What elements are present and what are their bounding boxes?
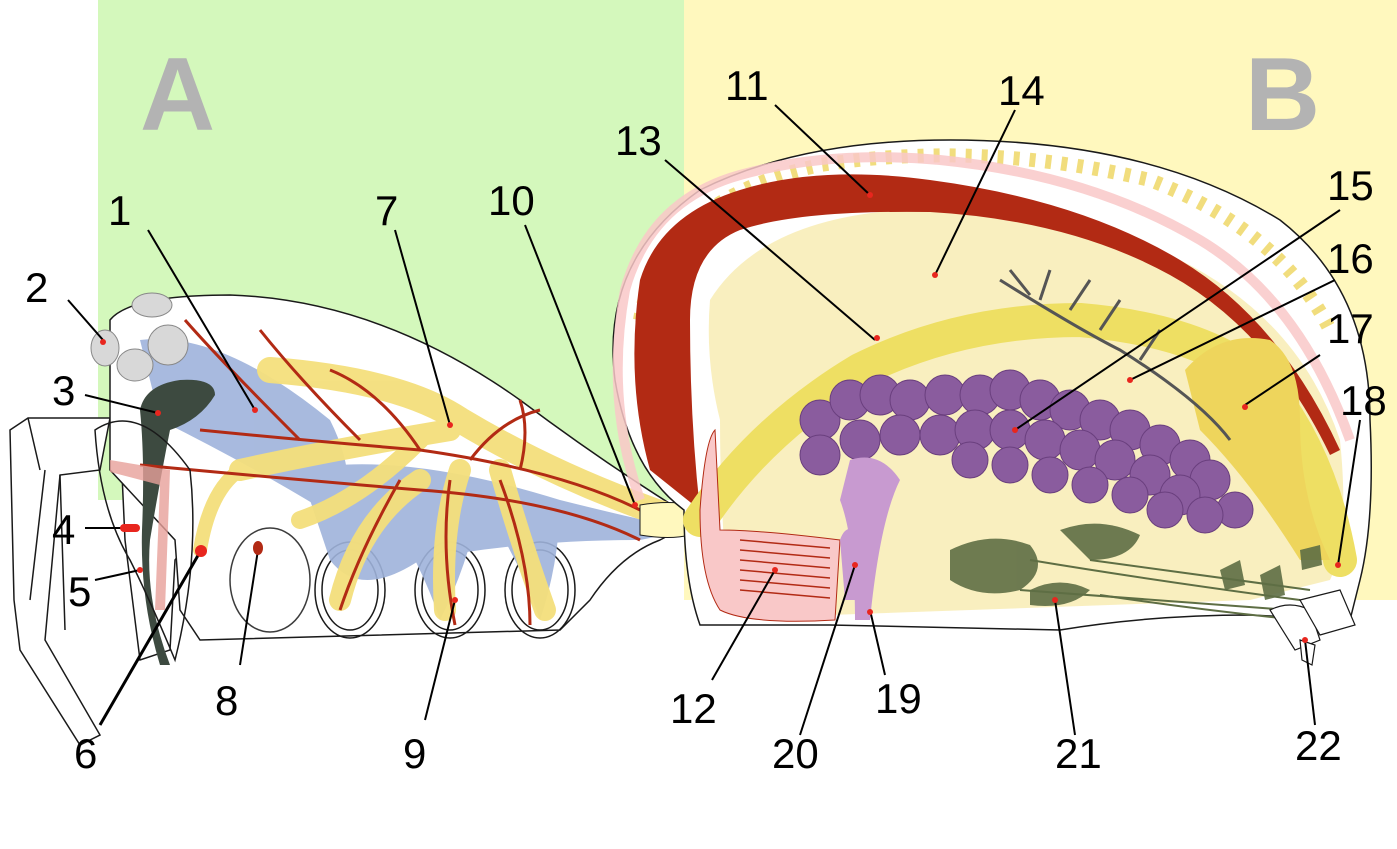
label-16: 16 [1327, 235, 1374, 282]
label-11: 11 [725, 62, 769, 109]
leader-lines [67, 104, 1361, 736]
label-22: 22 [1295, 722, 1342, 769]
label-19: 19 [875, 675, 922, 722]
label-6: 6 [74, 730, 97, 777]
book-lung [699, 428, 841, 622]
label-13: 13 [615, 117, 662, 164]
label-17: 17 [1327, 305, 1374, 352]
heart-wall [612, 152, 1355, 502]
label-21: 21 [1055, 730, 1102, 777]
ovary-eggs [799, 369, 1254, 534]
label-2: 2 [25, 264, 48, 311]
poison-gland [140, 379, 215, 665]
label-20: 20 [772, 730, 819, 777]
label-18: 18 [1340, 377, 1387, 424]
seminal-receptacle [840, 528, 860, 600]
number-labels: 1 2 3 4 5 6 7 8 9 10 11 12 13 14 15 16 1… [25, 62, 1387, 777]
pharynx-muscle [110, 460, 170, 610]
label-5: 5 [68, 568, 91, 615]
label-9: 9 [403, 730, 426, 777]
eyes [90, 292, 189, 382]
marker-dots [100, 192, 1341, 643]
label-15: 15 [1327, 162, 1374, 209]
book-lung-lamellae [739, 539, 831, 599]
stercoral-pocket [1185, 338, 1330, 560]
label-1: 1 [108, 187, 131, 234]
label-3: 3 [52, 367, 75, 414]
label-10: 10 [488, 177, 535, 224]
label-4: 4 [52, 506, 75, 553]
malpighian-tubules [999, 269, 1232, 441]
heart [634, 174, 1340, 510]
region-label-b: B [1245, 37, 1320, 153]
label-8: 8 [215, 677, 238, 724]
prosoma-arteries [139, 319, 641, 626]
silk-glands [950, 523, 1322, 606]
label-12: 12 [670, 685, 717, 732]
label-7: 7 [375, 187, 398, 234]
region-label-a: A [140, 37, 215, 153]
label-14: 14 [998, 67, 1045, 114]
